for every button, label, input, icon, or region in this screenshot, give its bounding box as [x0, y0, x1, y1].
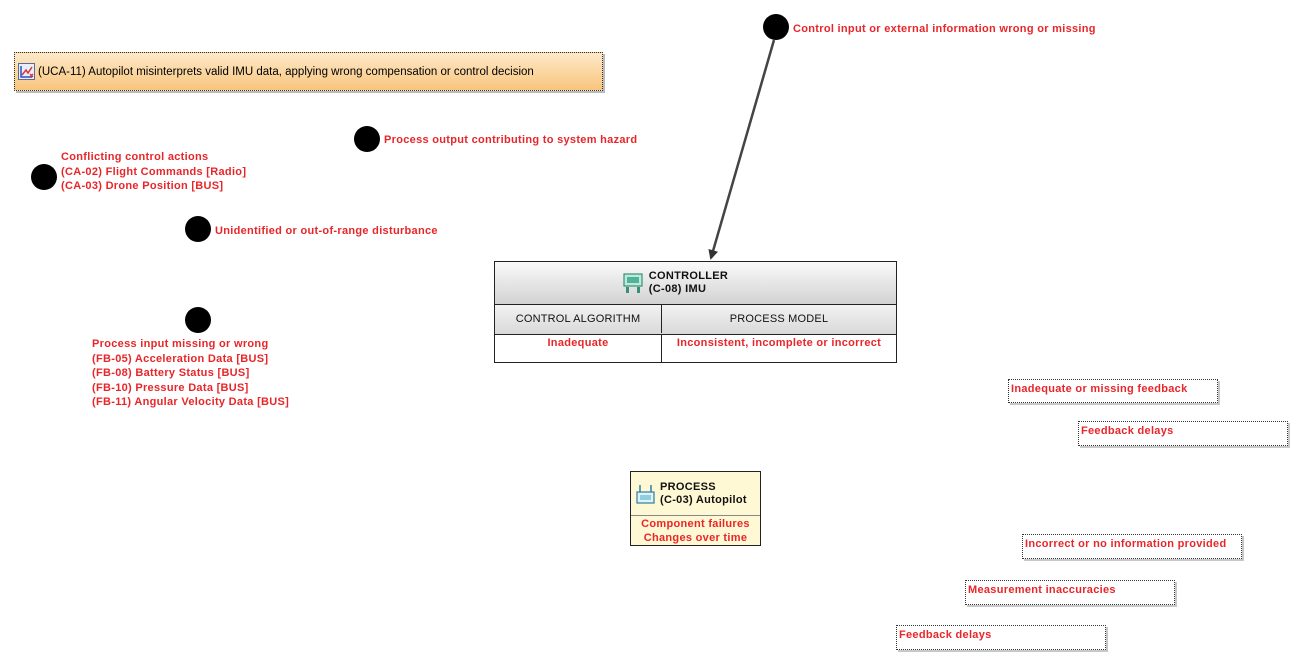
process-title: PROCESS	[660, 480, 716, 493]
controller-name: (C-08) IMU	[648, 283, 707, 295]
conflicting-action-item: (CA-03) Drone Position [BUS]	[61, 180, 224, 192]
process-output-label: Process output contributing to system ha…	[384, 134, 638, 146]
process-changes-over-time: Changes over time	[643, 532, 748, 544]
control-algorithm-value: Inadequate	[495, 335, 662, 363]
controller-block[interactable]: CONTROLLER (C-08) IMU CONTROL ALGORITHM …	[494, 261, 897, 363]
process-icon	[636, 484, 655, 504]
conflicting-actions-point[interactable]	[31, 164, 57, 190]
conflicting-action-item: (CA-02) Flight Commands [Radio]	[61, 165, 247, 178]
conflicting-actions-title: Conflicting control actions	[61, 151, 209, 163]
process-input-item: (FB-10) Pressure Data [BUS]	[92, 381, 249, 394]
control-algorithm-header: CONTROL ALGORITHM	[495, 305, 662, 333]
measurement-inaccuracies-box[interactable]: Measurement inaccuracies	[965, 580, 1175, 605]
process-output-point[interactable]	[354, 126, 380, 152]
process-header: PROCESS (C-03) Autopilot	[631, 472, 760, 516]
inadequate-feedback-box[interactable]: Inadequate or missing feedback	[1008, 379, 1218, 403]
control-input-label: Control input or external information wr…	[793, 23, 1096, 35]
feedback-delays-box[interactable]: Feedback delays	[1078, 421, 1288, 446]
controller-header: CONTROLLER (C-08) IMU	[495, 262, 896, 305]
disturbance-point[interactable]	[185, 216, 211, 242]
process-model-value: Inconsistent, incomplete or incorrect	[676, 337, 882, 349]
controller-icon	[623, 273, 643, 293]
incorrect-information-box[interactable]: Incorrect or no information provided	[1022, 534, 1242, 559]
process-input-item: (FB-11) Angular Velocity Data [BUS]	[92, 396, 290, 408]
uca-note-text: (UCA-11) Autopilot misinterprets valid I…	[38, 65, 534, 78]
process-input-item: (FB-08) Battery Status [BUS]	[92, 367, 250, 379]
conflicting-actions-label: Conflicting control actions (CA-02) Flig…	[61, 150, 246, 194]
process-input-item: (FB-05) Acceleration Data [BUS]	[92, 352, 269, 365]
disturbance-label: Unidentified or out-of-range disturbance	[215, 225, 438, 237]
process-block[interactable]: PROCESS (C-03) Autopilot Component failu…	[630, 471, 761, 546]
feedback-delays-box-2[interactable]: Feedback delays	[896, 625, 1106, 650]
process-input-label: Process input missing or wrong (FB-05) A…	[92, 337, 289, 410]
process-name: (C-03) Autopilot	[660, 493, 747, 506]
controller-title: CONTROLLER	[648, 270, 729, 282]
uca-note[interactable]: (UCA-11) Autopilot misinterprets valid I…	[14, 52, 603, 91]
process-component-failures: Component failures	[641, 518, 750, 530]
process-input-title: Process input missing or wrong	[92, 338, 269, 350]
process-model-header: PROCESS MODEL	[729, 313, 829, 325]
uca-icon	[18, 63, 35, 80]
control-input-point[interactable]	[763, 14, 789, 40]
process-input-point[interactable]	[185, 307, 211, 333]
